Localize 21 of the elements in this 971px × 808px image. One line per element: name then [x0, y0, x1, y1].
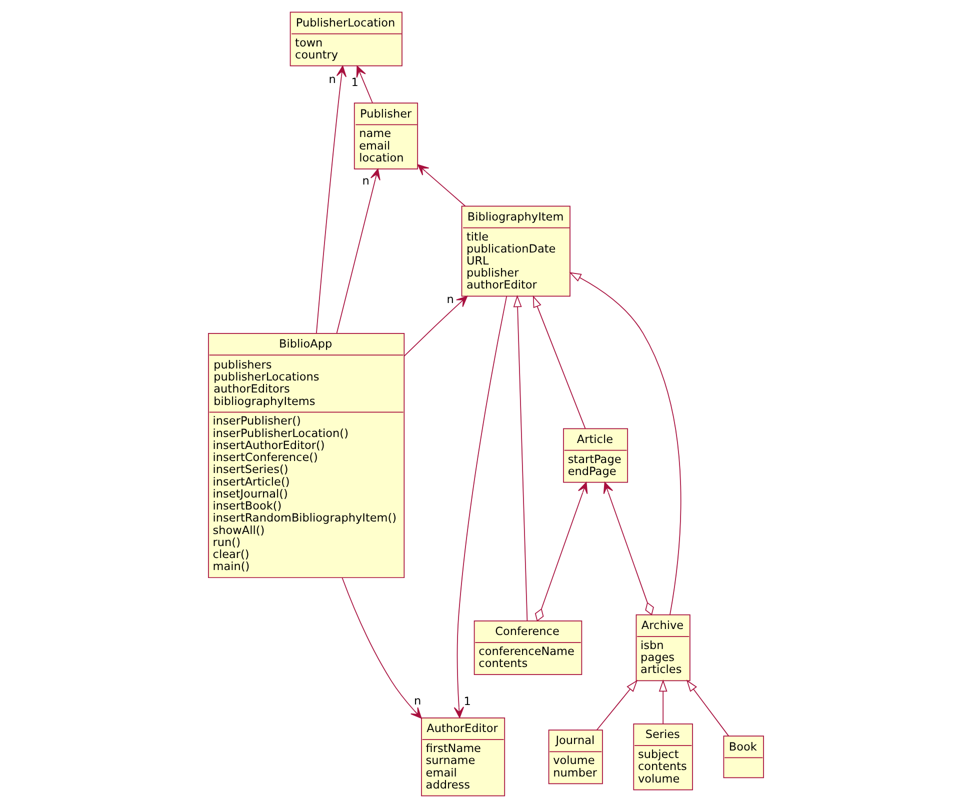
arrow [602, 482, 654, 616]
arrow [512, 294, 528, 622]
edge-label: n [362, 174, 369, 188]
arrow [315, 66, 346, 334]
edge-label: n [328, 72, 336, 86]
arrow [341, 577, 422, 719]
arrow [453, 296, 507, 718]
arrow [568, 272, 681, 616]
arrow [534, 482, 588, 622]
arrow [336, 168, 380, 334]
arrow [403, 296, 468, 356]
arrow [532, 295, 586, 430]
arrow [416, 164, 466, 207]
edge-label: 1 [463, 695, 470, 708]
edge-label: n [446, 293, 454, 306]
arrow [658, 680, 667, 724]
arrow [596, 680, 638, 730]
arrow [686, 680, 729, 736]
arrow [356, 66, 372, 104]
edge-label: 1 [350, 76, 358, 90]
edge-label: n [413, 694, 421, 708]
